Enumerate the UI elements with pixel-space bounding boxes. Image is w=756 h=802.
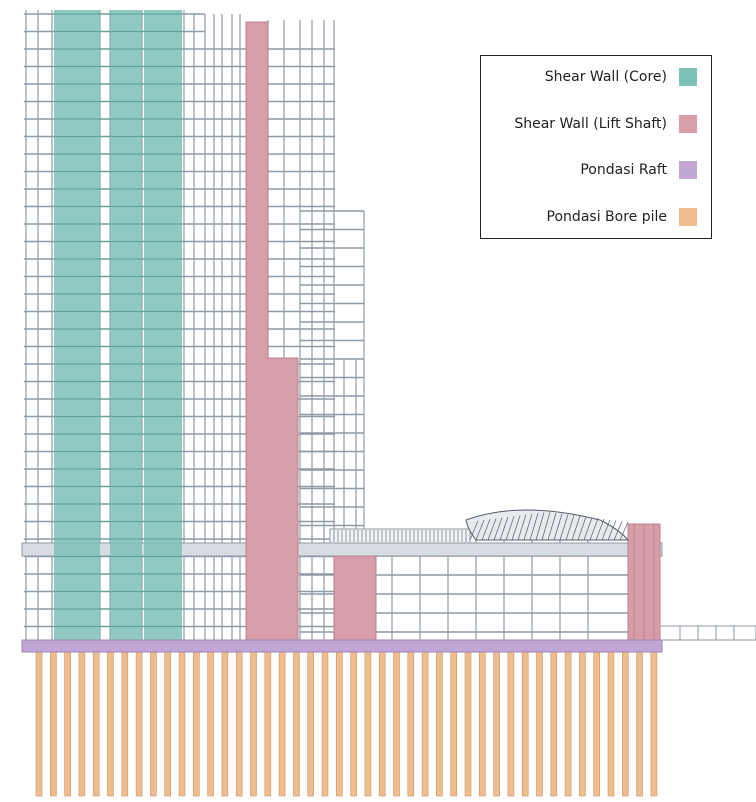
bore-pile (564, 649, 572, 797)
bore-pile (478, 649, 486, 797)
canopy-rib (571, 515, 581, 541)
bore-pile (235, 649, 243, 797)
bore-pile (278, 649, 286, 797)
core-wall-strip (144, 10, 182, 640)
canopy-rib (517, 514, 527, 541)
canopy-icon (465, 509, 630, 541)
bore-pile (293, 649, 300, 797)
ground-extension (659, 625, 756, 641)
bore-pile (378, 649, 386, 797)
canopy-rib (547, 512, 557, 541)
bore-pile (650, 649, 658, 797)
bore-pile (321, 649, 329, 797)
canopy-rib (469, 520, 479, 541)
legend-swatch-bore-pile (679, 208, 697, 226)
raft-foundation (21, 639, 663, 653)
bore-pile (550, 649, 558, 797)
bore-pile (493, 649, 500, 797)
lift-shaft-podium (333, 555, 377, 641)
canopy-shell (465, 509, 630, 541)
bore-pile (150, 649, 157, 797)
shear-wall-core (54, 10, 182, 640)
canopy-rib (577, 516, 587, 541)
bore-pile (92, 649, 100, 797)
core-wall-strip (110, 10, 142, 640)
legend-swatch-raft (679, 161, 697, 179)
bore-pile (579, 649, 586, 797)
bore-pile (207, 649, 214, 797)
bore-pile (393, 649, 400, 797)
bore-pile (593, 649, 601, 797)
bore-pile (436, 649, 443, 797)
bore-pile (49, 649, 57, 797)
bore-pile (450, 649, 458, 797)
legend-item-raft: Pondasi Raft (580, 159, 697, 181)
canopy-rib (559, 514, 569, 541)
bore-pile (350, 649, 357, 797)
canopy-rib (481, 519, 491, 541)
bore-pile (121, 649, 129, 797)
bore-pile (421, 649, 429, 797)
canopy-rib (589, 518, 599, 541)
legend-label-lift-shaft: Shear Wall (Lift Shaft) (514, 116, 667, 132)
bore-pile (264, 649, 272, 797)
bore-pile (621, 649, 629, 797)
canopy-rib (523, 513, 533, 541)
legend-item-core: Shear Wall (Core) (545, 66, 697, 88)
canopy-rib (619, 521, 629, 541)
raft-slab (21, 639, 663, 653)
bore-pile (464, 649, 472, 797)
bore-pile (78, 649, 86, 797)
bore-pile (507, 649, 515, 797)
bore-pile (178, 649, 186, 797)
canopy-rib (613, 521, 623, 541)
roof-structure (329, 528, 471, 544)
canopy-rib (529, 513, 539, 541)
bore-pile (607, 649, 615, 797)
bore-pile (221, 649, 229, 797)
canopy-rib (475, 519, 485, 541)
canopy-rib (565, 515, 575, 541)
canopy-rib (499, 516, 509, 541)
core-wall-strip (54, 10, 100, 640)
bore-pile (636, 649, 643, 797)
shear-wall-lift-shaft (245, 21, 661, 641)
bore-pile (107, 649, 114, 797)
lift-shaft-tower (245, 21, 299, 641)
bore-pile (164, 649, 171, 797)
canopy-rib (511, 515, 521, 541)
bore-pile (135, 649, 143, 797)
canopy-rib (583, 517, 593, 541)
legend-swatch-lift-shaft (679, 115, 697, 133)
bore-pile (407, 649, 415, 797)
bore-pile (521, 649, 529, 797)
bore-piles (35, 649, 658, 797)
bore-pile (250, 649, 257, 797)
bore-pile (64, 649, 71, 797)
legend-label-raft: Pondasi Raft (580, 162, 667, 178)
canopy-rib (493, 517, 503, 541)
canopy-rib (487, 518, 497, 541)
canopy-rib (607, 520, 617, 541)
legend-swatch-core (679, 68, 697, 86)
canopy-rib (541, 512, 551, 541)
bore-pile (35, 649, 43, 797)
bore-pile (193, 649, 200, 797)
bore-pile (307, 649, 315, 797)
canopy-rib (553, 513, 563, 541)
canopy-rib (595, 518, 605, 541)
canopy-rib (601, 519, 611, 541)
legend-item-lift-shaft: Shear Wall (Lift Shaft) (514, 113, 697, 135)
legend-label-bore-pile: Pondasi Bore pile (546, 209, 667, 225)
legend-item-bore-pile: Pondasi Bore pile (547, 206, 697, 228)
canopy-rib (535, 512, 545, 541)
bore-pile (335, 649, 343, 797)
legend-label-core: Shear Wall (Core) (544, 69, 667, 85)
canopy-rib (505, 516, 515, 541)
legend-box: Shear Wall (Core) Shear Wall (Lift Shaft… (480, 55, 712, 239)
bore-pile (536, 649, 543, 797)
bore-pile (364, 649, 372, 797)
